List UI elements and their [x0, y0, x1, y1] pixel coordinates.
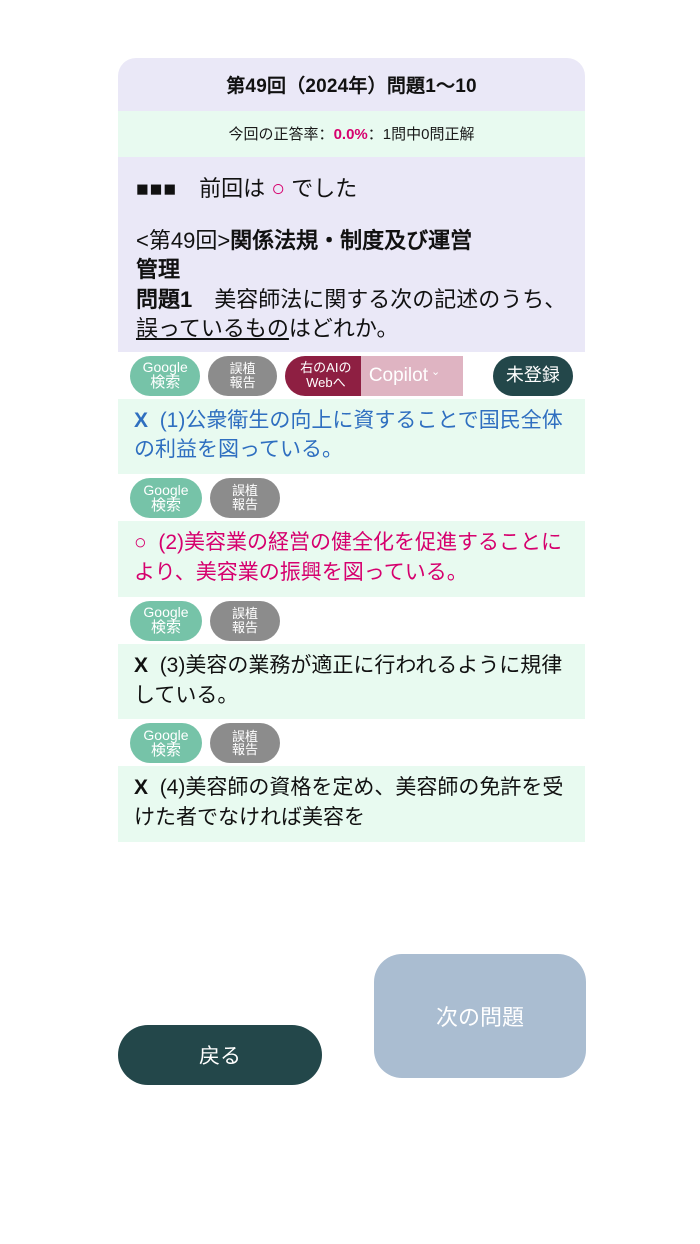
option-2[interactable]: ○ (2)美容業の経営の健全化を促進することにより、美容業の振興を図っている。 [118, 521, 585, 597]
option-2-mark: ○ [134, 531, 147, 555]
progress-squares: ■■■ [136, 178, 178, 201]
option-2-google-label-1: Google [143, 604, 189, 621]
typo-report-label-2: 報告 [229, 374, 256, 390]
option-3-body: (3)美容の業務が適正に行われるように規律している。 [134, 653, 563, 707]
option-1-body: (1)公衆衛生の向上に資することで国民全体の利益を図っている。 [134, 408, 563, 462]
google-search-button[interactable]: Google 検索 [130, 355, 201, 396]
option-1-text: X (1)公衆衛生の向上に資することで国民全体の利益を図っている。 [134, 406, 569, 466]
option-1-google-label-1: Google [143, 481, 189, 498]
quiz-card: 第49回（2024年）問題1〜10 今回の正答率：0.0%：1問中0問正解 ■■… [118, 58, 585, 842]
option-1-mark: X [134, 408, 149, 432]
ai-web-button[interactable]: 右のAIの Webへ [284, 355, 361, 396]
typo-report-button[interactable]: 誤植 報告 [208, 355, 277, 396]
option-3-google-search-button[interactable]: Google 検索 [130, 723, 202, 764]
exam-round-label: <第49回> [136, 227, 231, 253]
option-4[interactable]: X (4)美容師の資格を定め、美容師の免許を受けた者でなければ美容を [118, 766, 585, 842]
question-band: <第49回>関係法規・制度及び運営 管理 問題1 美容師法に関する次の記述のうち… [118, 209, 585, 352]
previous-prefix: 前回は [199, 176, 272, 201]
option-2-google-search-button[interactable]: Google 検索 [130, 600, 202, 641]
question-number: 問題1 [136, 286, 193, 312]
registration-status-label: 未登録 [505, 364, 560, 385]
accuracy-prefix: 今回の正答率： [228, 126, 334, 143]
option-2-typo-label-2: 報告 [231, 619, 258, 635]
question-text-emphasis: 誤っているもの [136, 316, 289, 342]
option-3-mark: X [134, 653, 149, 677]
navigation-bar: 戻る 次の問題 [0, 940, 700, 1120]
ai-web-label-2: Webへ [306, 374, 346, 390]
accuracy-band: 今回の正答率：0.0%：1問中0問正解 [118, 111, 585, 157]
subject-label: 関係法規・制度及び運営 [230, 227, 473, 253]
option-3-typo-label-1: 誤植 [231, 728, 258, 744]
option-1-typo-label-1: 誤植 [231, 483, 258, 499]
option-3-google-label-1: Google [143, 727, 189, 744]
accuracy-value: 0.0% [333, 126, 368, 143]
option-3-toolbar: Google 検索 誤植 報告 [118, 719, 585, 767]
option-2-text: ○ (2)美容業の経営の健全化を促進することにより、美容業の振興を図っている。 [134, 528, 569, 588]
previous-result-line: ■■■ 前回は ○ でした [136, 171, 567, 206]
option-4-mark: X [134, 776, 149, 800]
question-text-after: はどれか。 [288, 316, 399, 342]
option-1-typo-label-2: 報告 [231, 497, 258, 513]
option-1-typo-report-button[interactable]: 誤植 報告 [210, 478, 280, 519]
option-1-google-search-button[interactable]: Google 検索 [130, 478, 202, 519]
option-1[interactable]: X (1)公衆衛生の向上に資することで国民全体の利益を図っている。 [118, 398, 585, 475]
option-4-body: (4)美容師の資格を定め、美容師の免許を受けた者でなければ美容を [134, 776, 564, 830]
google-search-label-2: 検索 [150, 373, 181, 391]
option-4-text: X (4)美容師の資格を定め、美容師の免許を受けた者でなければ美容を [134, 773, 569, 833]
registration-status-button[interactable]: 未登録 [492, 355, 573, 396]
question-text: 問題1 美容師法に関する次の記述のうち、誤っているものはどれか。 [136, 285, 567, 344]
ai-provider-value: Copilot [368, 364, 428, 386]
question-toolbar: Google 検索 誤植 報告 右のAIの Webへ Copilot ⌄ 未登録 [118, 351, 585, 399]
option-2-toolbar: Google 検索 誤植 報告 [118, 596, 585, 644]
question-text-before: 美容師法に関する次の記述のうち、 [192, 286, 567, 312]
chevron-down-icon: ⌄ [430, 366, 441, 378]
option-3-google-label-2: 検索 [150, 741, 181, 759]
previous-result-band: ■■■ 前回は ○ でした [118, 157, 585, 210]
ai-web-label-1: 右のAIの [300, 359, 352, 375]
option-3-text: X (3)美容の業務が適正に行われるように規律している。 [134, 651, 569, 711]
google-search-label-1: Google [142, 359, 188, 376]
option-1-toolbar: Google 検索 誤植 報告 [118, 474, 585, 522]
previous-suffix: でした [285, 176, 358, 201]
question-subject-line-2: 管理 [136, 255, 567, 284]
accuracy-suffix: ：1問中0問正解 [367, 126, 475, 143]
back-button[interactable]: 戻る [118, 1025, 322, 1085]
accuracy-text: 今回の正答率：0.0%：1問中0問正解 [229, 126, 475, 143]
previous-answer-mark: ○ [271, 175, 286, 201]
spacer [177, 176, 199, 201]
option-2-typo-label-1: 誤植 [231, 605, 258, 621]
ai-provider-select[interactable]: Copilot ⌄ [360, 355, 463, 396]
exam-title-band: 第49回（2024年）問題1〜10 [118, 58, 585, 111]
option-3[interactable]: X (3)美容の業務が適正に行われるように規律している。 [118, 643, 585, 720]
ai-web-group: 右のAIの Webへ Copilot ⌄ [284, 355, 463, 396]
typo-report-label-1: 誤植 [229, 360, 256, 376]
question-subject-line: <第49回>関係法規・制度及び運営 [136, 226, 567, 255]
option-1-google-label-2: 検索 [150, 496, 181, 514]
page-title: 第49回（2024年）問題1〜10 [226, 76, 477, 97]
option-2-body: (2)美容業の経営の健全化を促進することにより、美容業の振興を図っている。 [134, 531, 563, 584]
subject-label-cont: 管理 [136, 256, 181, 282]
next-question-button[interactable]: 次の問題 [374, 954, 586, 1078]
option-2-typo-report-button[interactable]: 誤植 報告 [210, 600, 280, 641]
option-2-google-label-2: 検索 [150, 619, 181, 637]
option-3-typo-label-2: 報告 [231, 742, 258, 758]
option-3-typo-report-button[interactable]: 誤植 報告 [210, 723, 280, 764]
